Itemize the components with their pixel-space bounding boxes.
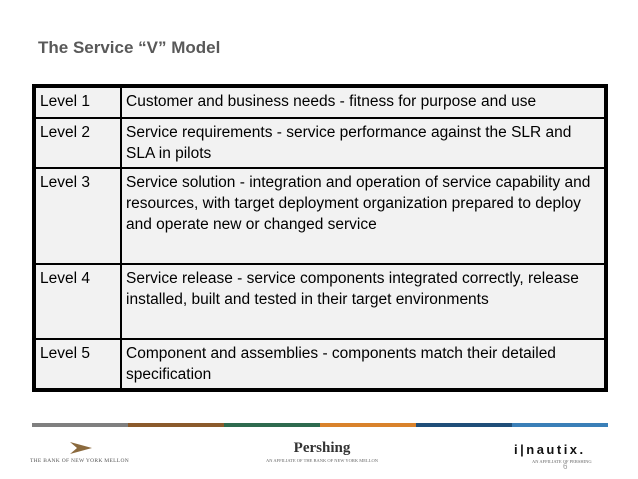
level-cell: Level 3	[34, 167, 122, 265]
bny-arrow-icon	[70, 442, 92, 454]
description-cell: Service release - service components int…	[120, 262, 606, 340]
page-number: 6	[563, 462, 568, 471]
table-row: Level 2 Service requirements - service p…	[34, 117, 606, 170]
inautix-logo-sub: AN AFFILIATE OF PERSHING	[532, 459, 592, 464]
table-row: Level 3 Service solution - integration a…	[34, 167, 606, 265]
bny-logo-text: THE BANK OF NEW YORK MELLON	[30, 458, 129, 464]
pershing-logo: Pershing AN AFFILIATE OF THE BANK OF NEW…	[262, 440, 382, 470]
table-row: Level 1 Customer and business needs - fi…	[34, 85, 606, 120]
description-cell: Component and assemblies - components ma…	[120, 337, 606, 391]
table-row: Level 4 Service release - service compon…	[34, 262, 606, 340]
level-cell: Level 5	[34, 337, 122, 391]
footer-stripe	[224, 423, 320, 427]
bny-mellon-logo: THE BANK OF NEW YORK MELLON	[30, 441, 140, 469]
footer-stripe	[320, 423, 416, 427]
pershing-logo-sub: AN AFFILIATE OF THE BANK OF NEW YORK MEL…	[266, 458, 378, 463]
footer-stripe	[32, 423, 128, 427]
pershing-logo-name: Pershing	[293, 440, 351, 456]
level-cell: Level 4	[34, 262, 122, 340]
v-model-table: Level 1 Customer and business needs - fi…	[32, 84, 608, 392]
levels-table: Level 1 Customer and business needs - fi…	[34, 85, 606, 391]
level-cell: Level 1	[34, 85, 122, 120]
description-cell: Service requirements - service performan…	[120, 117, 606, 170]
description-cell: Customer and business needs - fitness fo…	[120, 85, 606, 120]
slide-title: The Service “V” Model	[38, 38, 221, 57]
table-row: Level 5 Component and assemblies - compo…	[34, 337, 606, 391]
inautix-logo: i|nautix. AN AFFILIATE OF PERSHING	[514, 442, 614, 472]
inautix-logo-name: i|nautix.	[514, 442, 586, 457]
footer-color-stripes	[32, 423, 608, 427]
footer-stripe	[416, 423, 512, 427]
footer-stripe	[128, 423, 224, 427]
level-cell: Level 2	[34, 117, 122, 170]
footer-stripe	[512, 423, 608, 427]
description-cell: Service solution - integration and opera…	[120, 167, 606, 265]
